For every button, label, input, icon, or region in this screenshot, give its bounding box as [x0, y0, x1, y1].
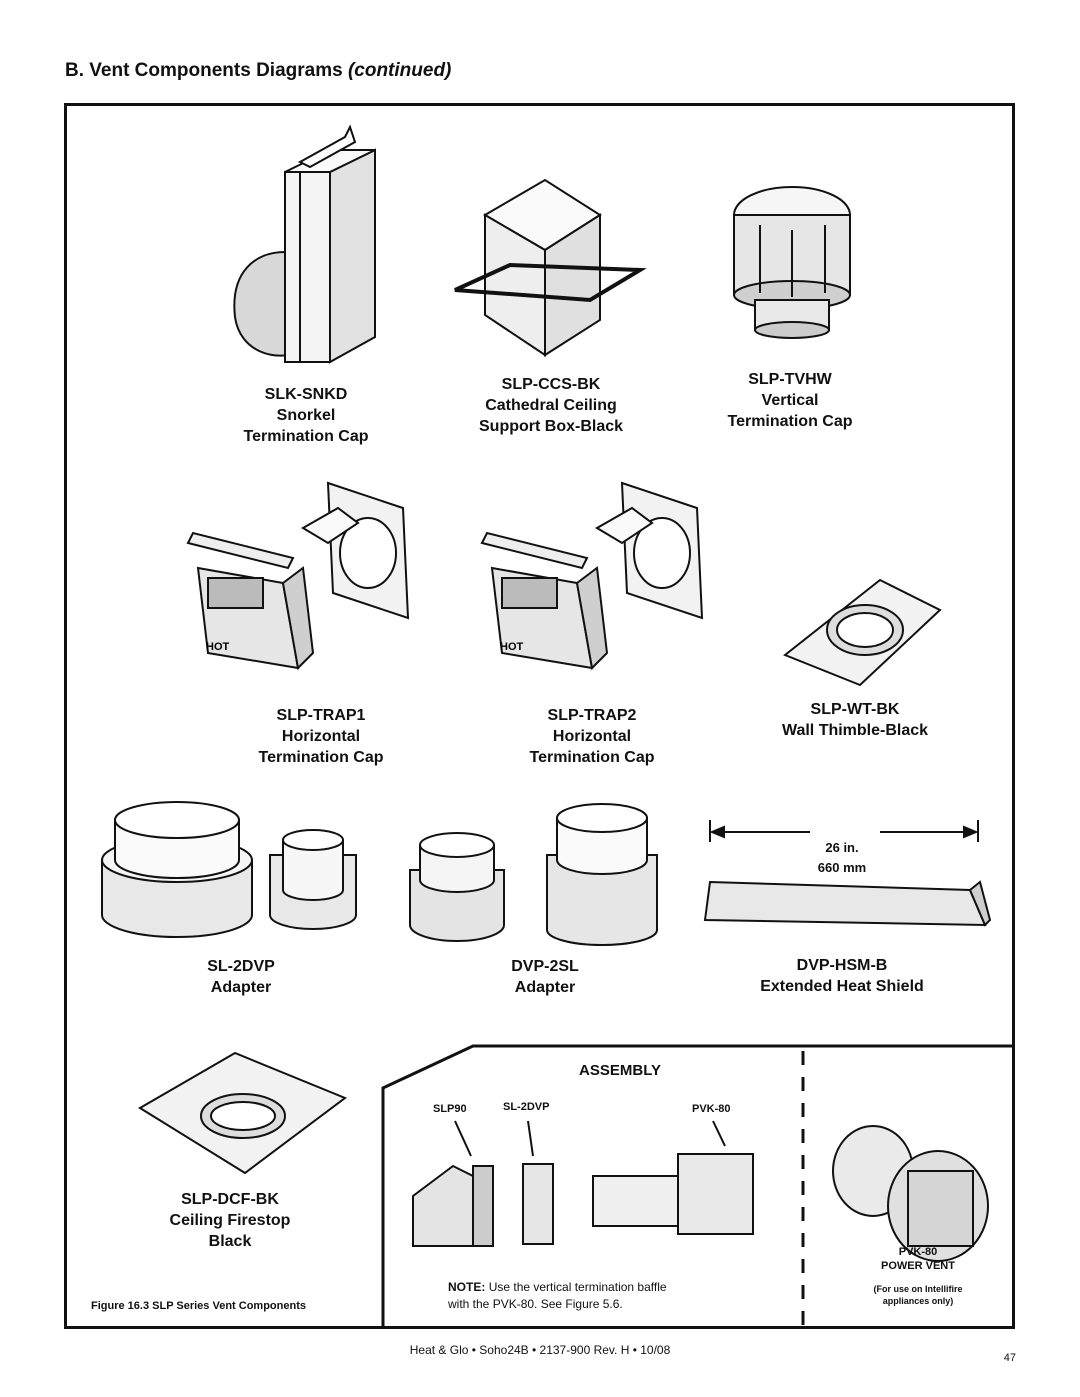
- note-label: NOTE:: [448, 1280, 486, 1294]
- power-vent-code: PVK-80: [898, 1246, 938, 1258]
- page-number: 47: [1003, 1352, 1016, 1364]
- power-vent-note2: appliances only): [882, 1296, 954, 1306]
- label-slp-dcf-bk: SLP-DCF-BK Ceiling Firestop Black: [169, 1191, 291, 1250]
- title-main: B. Vent Components Diagrams: [65, 60, 343, 81]
- trap1-illustration: HOT: [186, 481, 410, 671]
- label-slp-trap1: SLP-TRAP1 Horizontal Termination Cap: [258, 707, 384, 766]
- label-slk-snkd: SLK-SNKD Snorkel Termination Cap: [243, 386, 369, 445]
- vertical-cap-illustration: [733, 186, 851, 339]
- dvp2sl-adapter-illustration: [409, 803, 658, 946]
- hot-label-2: HOT: [500, 641, 524, 653]
- label-sl-2dvp: SL-2DVP Adapter: [207, 958, 275, 996]
- label-dvp-hsm-b: DVP-HSM-B Extended Heat Shield: [760, 957, 924, 995]
- power-vent-name: POWER VENT: [881, 1260, 955, 1272]
- power-vent-note1: (For use on Intellifire: [873, 1284, 963, 1294]
- assembly-part-slp90: SLP90: [433, 1103, 467, 1115]
- power-vent-caption: PVK-80 POWER VENT (For use on Intellifir…: [873, 1245, 962, 1307]
- dimension-mm: 660 mm: [817, 860, 867, 875]
- assembly-part-pvk80: PVK-80: [692, 1103, 731, 1115]
- dimension-inches: 26 in.: [825, 840, 859, 855]
- support-box-illustration: [454, 178, 647, 357]
- sl2dvp-adapter-illustration: [101, 801, 357, 938]
- assembly-note: NOTE: Use the vertical termination baffl…: [448, 1279, 667, 1313]
- snorkel-illustration: [233, 124, 376, 364]
- ceiling-firestop-illustration: [138, 1051, 348, 1175]
- label-slp-tvhw: SLP-TVHW Vertical Termination Cap: [727, 371, 853, 430]
- label-dvp-2sl: DVP-2SL Adapter: [511, 958, 579, 996]
- label-slp-trap2: SLP-TRAP2 Horizontal Termination Cap: [529, 707, 655, 766]
- wall-thimble-illustration: [783, 578, 942, 687]
- assembly-panel: [381, 1044, 1015, 1329]
- note-text-2: with the PVK-80. See Figure 5.6.: [448, 1297, 623, 1311]
- page-footer: Heat & Glo • Soho24B • 2137-900 Rev. H •…: [409, 1343, 671, 1357]
- title-suffix: (continued): [347, 60, 452, 81]
- trap2-illustration: HOT: [480, 481, 704, 671]
- hot-label: HOT: [206, 641, 230, 653]
- label-slp-ccs-bk: SLP-CCS-BK Cathedral Ceiling Support Box…: [478, 376, 624, 435]
- page-title: B. Vent Components Diagrams (continued): [65, 60, 451, 82]
- figure-frame: [64, 103, 1015, 1329]
- assembly-title: ASSEMBLY: [579, 1062, 661, 1079]
- heat-shield-illustration: [703, 820, 992, 927]
- note-text: Use the vertical termination baffle: [488, 1280, 667, 1294]
- assembly-part-sl2dvp: SL-2DVP: [503, 1101, 550, 1113]
- figure-caption: Figure 16.3 SLP Series Vent Components: [91, 1300, 306, 1312]
- label-slp-wt-bk: SLP-WT-BK Wall Thimble-Black: [781, 701, 929, 739]
